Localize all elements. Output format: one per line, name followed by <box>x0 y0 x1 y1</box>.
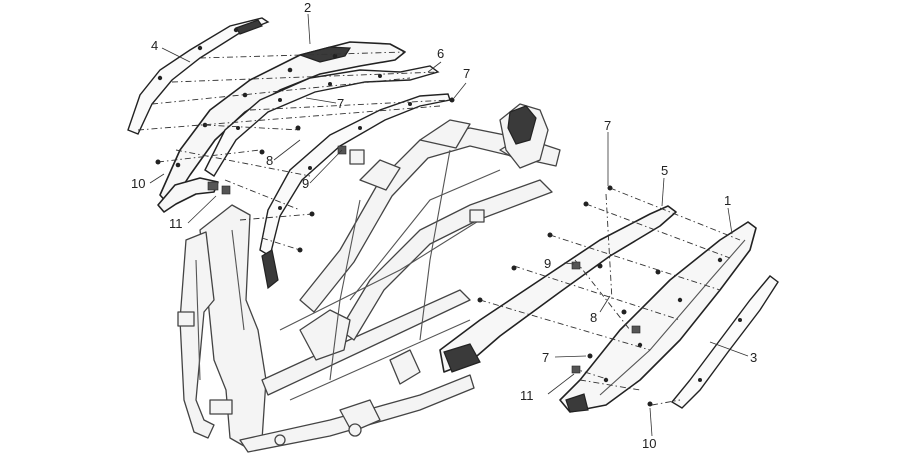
alignment-lines-left <box>137 51 451 251</box>
callout-part-5: 5 <box>661 163 668 178</box>
part-3-thin-rail <box>670 275 779 409</box>
leader-lines <box>149 13 749 437</box>
callout-part-6: 6 <box>437 46 444 61</box>
part-10-lower-bracket-left <box>157 177 219 213</box>
alignment-lines-right <box>479 187 741 406</box>
callout-part-7-right-top: 7 <box>604 118 611 133</box>
callout-part-11-left: 11 <box>169 216 183 231</box>
callout-part-11-right: 11 <box>520 388 534 403</box>
scooter-frame <box>177 103 561 453</box>
callout-part-7-upper-center: 7 <box>337 96 344 111</box>
callout-part-7-right-bottom: 7 <box>542 350 549 365</box>
callout-part-1: 1 <box>724 193 731 208</box>
callout-part-9-right: 9 <box>544 256 551 271</box>
callout-labels: 2 4 6 7 7 8 9 10 11 7 5 1 9 8 7 3 11 10 <box>131 0 757 451</box>
callout-part-4: 4 <box>151 38 158 53</box>
part-1-side-panel <box>559 221 757 413</box>
callout-part-10-right: 10 <box>642 436 656 451</box>
callout-part-9-left: 9 <box>302 176 309 191</box>
callout-part-2: 2 <box>304 0 311 15</box>
callout-part-10-left: 10 <box>131 176 145 191</box>
callout-part-8-left: 8 <box>266 153 273 168</box>
callout-part-7-upper-right: 7 <box>463 66 470 81</box>
part-5-long-trim <box>439 205 677 373</box>
callout-part-3: 3 <box>750 350 757 365</box>
fasteners-right <box>477 185 661 407</box>
callout-part-8-right: 8 <box>590 310 597 325</box>
